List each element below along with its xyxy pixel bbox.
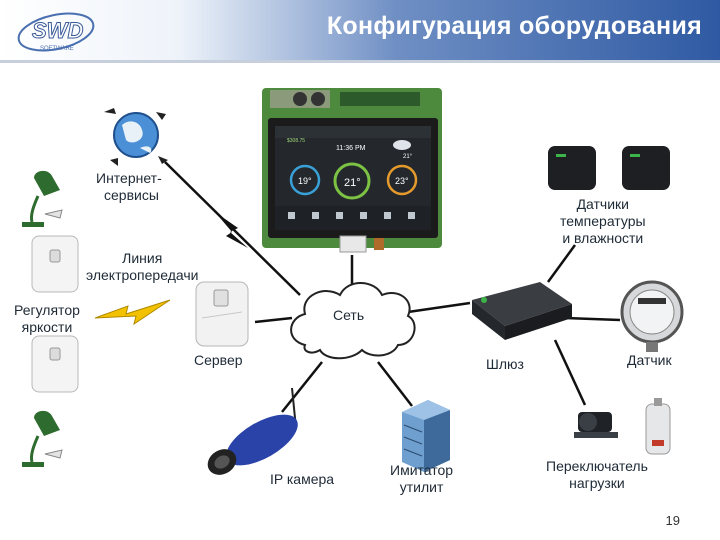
label-dimmer: Регулятор яркости: [14, 302, 80, 335]
panel-time: 11:36 PM: [336, 145, 366, 152]
label-load-switch: Переключатель нагрузки: [546, 458, 648, 491]
control-panel-device: 11:36 PM $308.75 21° 19° 21° 23°: [262, 88, 442, 253]
lamp-icon-bottom: [22, 410, 63, 467]
meter-icon: [620, 280, 684, 352]
panel-temp-3: 23°: [395, 176, 409, 186]
label-power-line: Линия электропередачи: [86, 250, 199, 283]
label-ip-camera: IP камера: [270, 471, 335, 487]
cloud-icon: [290, 282, 416, 360]
power-line-lightning-icon: [94, 299, 171, 326]
link-camera: [281, 361, 323, 413]
label-network: Сеть: [333, 307, 365, 323]
label-utility-simulator: Имитатор утилит: [390, 462, 454, 495]
page-title: Конфигурация оборудования: [326, 12, 702, 40]
page-number: 19: [665, 513, 680, 528]
label-temp-humidity-sensors: Датчики температуры и влажности: [560, 196, 646, 246]
panel-power: $308.75: [287, 138, 305, 144]
logo-text: SWD: [32, 18, 83, 43]
building-icon: [402, 400, 450, 472]
logo-subtext: SOFTWARE: [40, 46, 74, 52]
company-logo: SWD SOFTWARE: [17, 12, 95, 52]
link-sensors: [546, 244, 577, 283]
water-heater-icon: [645, 398, 671, 455]
link-lightning-icon: [215, 212, 248, 248]
link-gateway: [407, 301, 471, 314]
panel-temp-1: 19°: [298, 176, 312, 186]
link-load: [553, 339, 587, 406]
dimmer-module-icon-2: [31, 335, 79, 393]
pump-icon: [574, 412, 618, 438]
humidity-sensor-icon: [622, 146, 670, 190]
link-server: [254, 316, 293, 324]
server-icon: [195, 281, 249, 347]
panel-weather-temp: 21°: [403, 154, 413, 160]
label-meter: Датчик: [627, 352, 672, 368]
header-divider: [0, 60, 720, 63]
ip-camera-icon: [207, 387, 298, 475]
slide-header: [0, 0, 720, 60]
panel-temp-2: 21°: [344, 177, 361, 189]
globe-icon: [104, 108, 168, 166]
temperature-sensor-icon: [548, 146, 596, 190]
label-server: Сервер: [194, 352, 243, 368]
label-gateway: Шлюз: [486, 356, 524, 372]
lamp-icon-top: [22, 170, 63, 227]
gateway-icon: [472, 282, 572, 340]
dimmer-module-icon: [31, 235, 79, 293]
link-utility: [377, 361, 413, 407]
link-meter: [564, 316, 621, 322]
label-internet-services: Интернет- сервисы: [96, 170, 162, 203]
